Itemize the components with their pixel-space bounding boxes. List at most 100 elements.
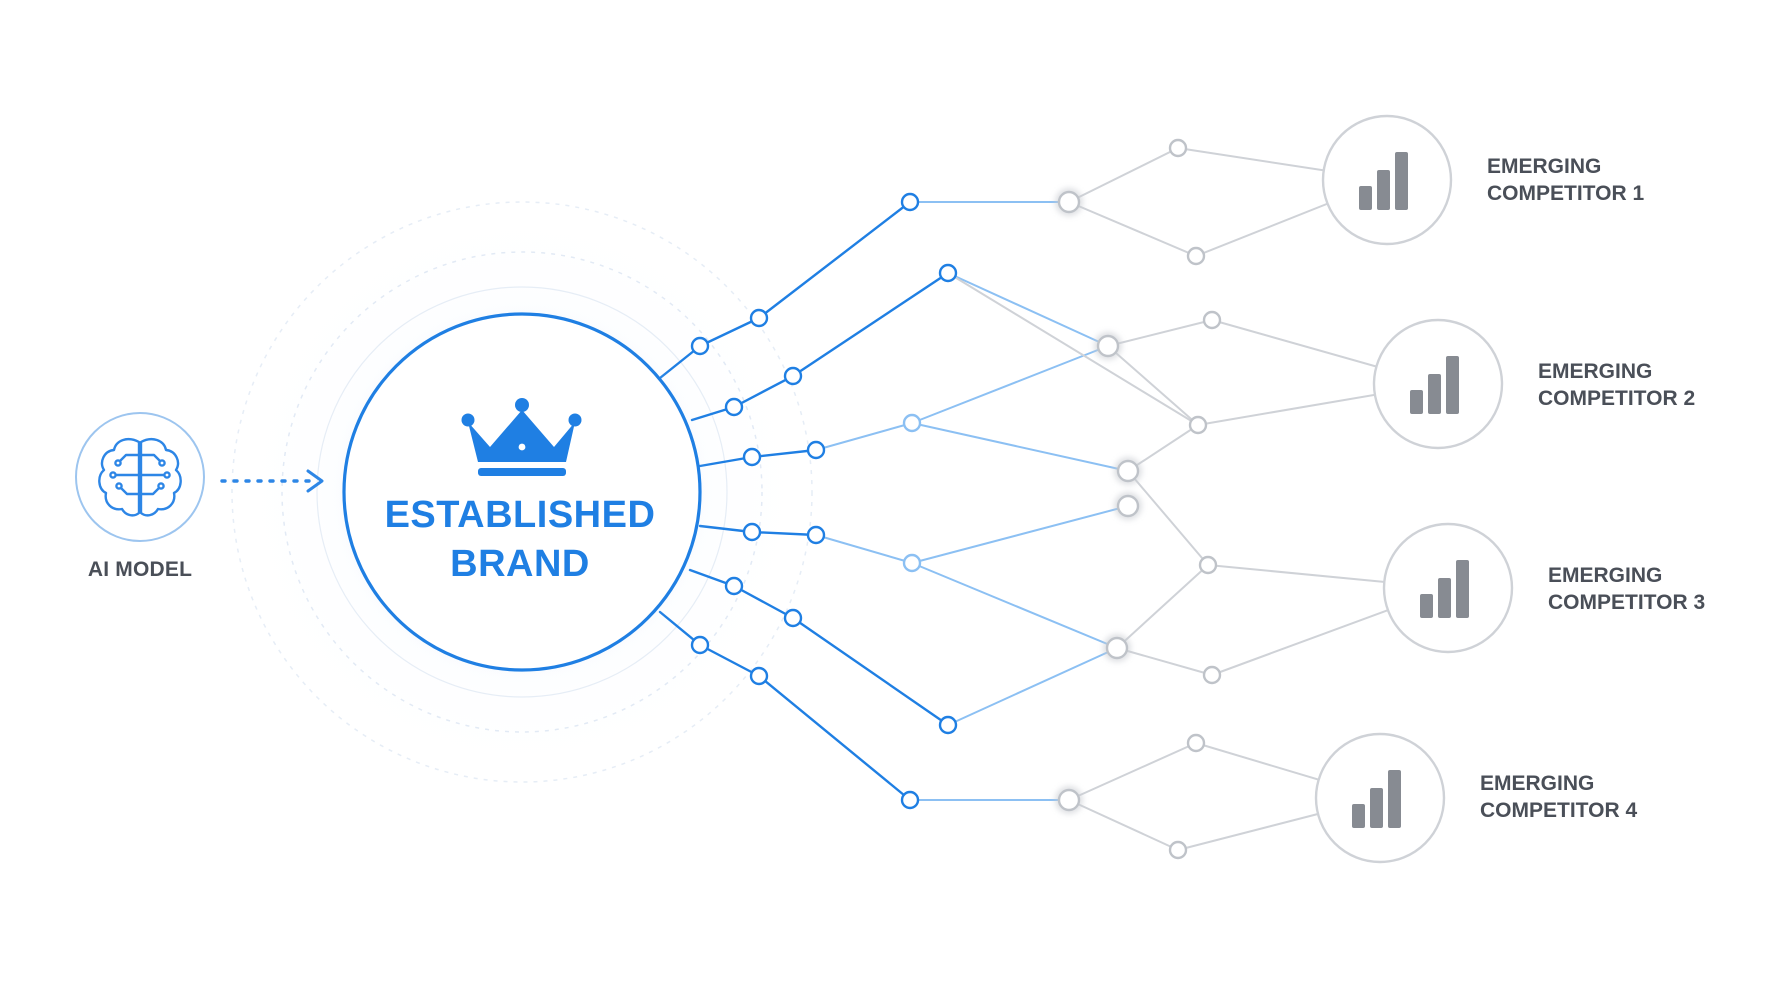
connection-line bbox=[732, 584, 795, 620]
network-node bbox=[724, 397, 744, 417]
network-node bbox=[749, 308, 769, 328]
competitor-4-node bbox=[1314, 732, 1446, 864]
connection-line bbox=[1068, 742, 1197, 801]
connection-line bbox=[757, 674, 912, 802]
network-node bbox=[1105, 636, 1129, 660]
network-node bbox=[1096, 334, 1120, 358]
competitor-3-line1: EMERGING bbox=[1548, 564, 1663, 587]
connection-line bbox=[911, 345, 1109, 424]
connection-line bbox=[815, 534, 913, 564]
bar-chart-icon bbox=[1359, 152, 1408, 210]
bar-chart-bar bbox=[1456, 560, 1469, 618]
connection-line bbox=[815, 422, 913, 451]
network-node bbox=[1116, 459, 1140, 483]
dotted-arrow bbox=[220, 469, 324, 493]
network-node bbox=[1198, 555, 1218, 575]
bar-chart-bar bbox=[1428, 374, 1441, 414]
bar-chart-bar bbox=[1420, 594, 1433, 618]
connection-line bbox=[1127, 470, 1209, 566]
network-nodes bbox=[690, 138, 1222, 860]
network-node bbox=[806, 440, 826, 460]
network-node bbox=[742, 522, 762, 542]
network-node bbox=[783, 608, 803, 628]
bar-chart-bar bbox=[1377, 170, 1390, 210]
bar-chart-bar bbox=[1438, 578, 1451, 618]
competitor-1-node bbox=[1321, 114, 1453, 246]
network-node bbox=[724, 576, 744, 596]
network-node bbox=[900, 192, 920, 212]
connection-line bbox=[1116, 647, 1213, 676]
bar-chart-bar bbox=[1370, 788, 1383, 828]
connection-line bbox=[911, 505, 1129, 564]
competitor-1-label: EMERGING COMPETITOR 1 bbox=[1487, 153, 1747, 207]
competitor-4-line1: EMERGING bbox=[1480, 772, 1595, 795]
connection-line bbox=[791, 271, 950, 378]
competitor-2-label: EMERGING COMPETITOR 2 bbox=[1538, 358, 1792, 412]
bar-chart-bar bbox=[1388, 770, 1401, 828]
competitor-1-line2: COMPETITOR 1 bbox=[1487, 182, 1645, 205]
connection-line bbox=[1068, 147, 1179, 203]
network-node bbox=[690, 635, 710, 655]
bar-chart-bar bbox=[1410, 390, 1423, 414]
brand-title-line1: ESTABLISHED bbox=[384, 494, 656, 536]
competitor-2-line2: COMPETITOR 2 bbox=[1538, 387, 1696, 410]
network-node bbox=[938, 715, 958, 735]
brand-title-line2: BRAND bbox=[450, 543, 590, 585]
competitor-4-line2: COMPETITOR 4 bbox=[1480, 799, 1638, 822]
network-node bbox=[938, 263, 958, 283]
connection-line bbox=[698, 643, 761, 678]
bar-chart-icon bbox=[1420, 560, 1469, 618]
network-node bbox=[783, 366, 803, 386]
network-node bbox=[1168, 840, 1188, 860]
competitor-3-line2: COMPETITOR 3 bbox=[1548, 591, 1706, 614]
brain-circuit-icon bbox=[98, 438, 182, 517]
network-node bbox=[902, 553, 922, 573]
ai-model-label: AI MODEL bbox=[87, 558, 193, 581]
network-node bbox=[1202, 665, 1222, 685]
network-node bbox=[806, 525, 826, 545]
crown-icon bbox=[461, 398, 582, 476]
connection-line bbox=[911, 422, 1129, 472]
network-node bbox=[1186, 246, 1206, 266]
connection-line bbox=[947, 272, 1199, 426]
network-node bbox=[900, 790, 920, 810]
connection-line bbox=[750, 530, 818, 537]
network-node bbox=[1188, 415, 1208, 435]
connection-line bbox=[1116, 564, 1209, 649]
competitor-1-line1: EMERGING bbox=[1487, 155, 1602, 178]
connection-line bbox=[947, 647, 1118, 726]
connection-line bbox=[911, 562, 1118, 649]
established-brand-node bbox=[330, 300, 714, 684]
competitor-3-label: EMERGING COMPETITOR 3 bbox=[1548, 562, 1792, 616]
network-node bbox=[1202, 310, 1222, 330]
connection-line bbox=[791, 616, 950, 727]
bar-chart-bar bbox=[1352, 804, 1365, 828]
connection-line bbox=[750, 448, 818, 459]
bar-chart-icon bbox=[1352, 770, 1401, 828]
network-node bbox=[1168, 138, 1188, 158]
network-node bbox=[1057, 190, 1081, 214]
network-node bbox=[690, 336, 710, 356]
network-node bbox=[1186, 733, 1206, 753]
connection-line bbox=[1068, 201, 1197, 257]
connection-line bbox=[1068, 799, 1179, 851]
ai-model-node bbox=[75, 412, 205, 542]
connection-line bbox=[1107, 319, 1213, 347]
network-node bbox=[742, 447, 762, 467]
bar-chart-bar bbox=[1395, 152, 1408, 210]
bar-chart-bar bbox=[1359, 186, 1372, 210]
connection-line bbox=[757, 200, 912, 320]
competitor-2-line1: EMERGING bbox=[1538, 360, 1653, 383]
competitor-2-node bbox=[1372, 318, 1504, 450]
competitor-3-node bbox=[1382, 522, 1514, 654]
network-node bbox=[1057, 788, 1081, 812]
connection-lines bbox=[658, 147, 1449, 851]
competitor-4-label: EMERGING COMPETITOR 4 bbox=[1480, 770, 1740, 824]
network-node bbox=[749, 666, 769, 686]
network-node bbox=[902, 413, 922, 433]
bar-chart-icon bbox=[1410, 356, 1459, 414]
connection-line bbox=[947, 272, 1109, 347]
connection-line bbox=[698, 316, 761, 348]
network-node bbox=[1116, 494, 1140, 518]
